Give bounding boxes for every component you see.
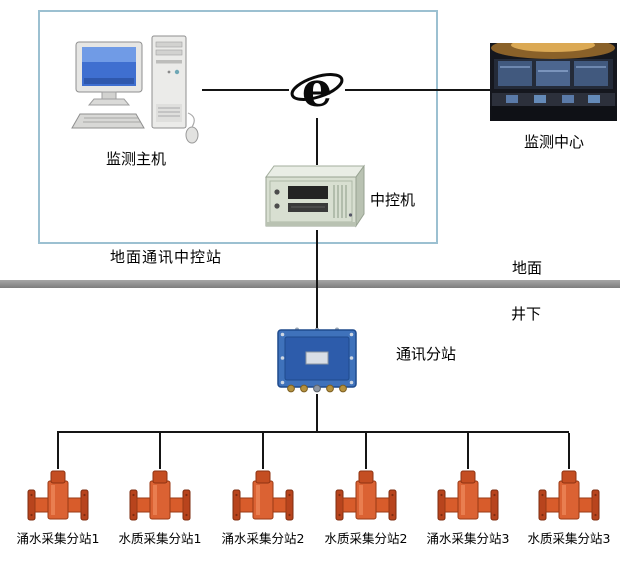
connector-drop-6 <box>568 433 570 469</box>
svg-text:e: e <box>302 62 333 118</box>
device-label-1: 涌水采集分站1 <box>16 531 100 546</box>
underground-label: 井下 <box>511 305 542 323</box>
device-label-5: 涌水采集分站3 <box>426 531 510 546</box>
connector-control-substation <box>316 230 318 328</box>
connector-drop-4 <box>365 433 367 469</box>
device-label-4: 水质采集分站2 <box>324 531 408 546</box>
control-machine-label: 中控机 <box>370 191 416 209</box>
bus-line <box>57 431 569 433</box>
monitoring-center-label: 监测中心 <box>523 133 584 151</box>
device-column-3: 涌水采集分站2 <box>213 433 313 547</box>
device-label-2: 水质采集分站1 <box>118 531 202 546</box>
connector-internet-center <box>345 89 490 91</box>
ground-station-label: 地面通讯中控站 <box>110 248 223 266</box>
connector-drop-5 <box>467 433 469 469</box>
sensor-device-icon <box>335 470 397 521</box>
connector-substation-bus <box>316 394 318 433</box>
connector-drop-1 <box>57 433 59 469</box>
substation-image <box>275 326 359 398</box>
connector-host-internet <box>202 89 289 91</box>
device-label-6: 水质采集分站3 <box>527 531 611 546</box>
ground-station-boundary <box>38 10 438 244</box>
device-column-5: 涌水采集分站3 <box>418 433 518 547</box>
device-label-3: 涌水采集分站2 <box>221 531 305 546</box>
device-column-4: 水质采集分站2 <box>316 433 416 547</box>
surface-underground-divider <box>0 280 620 288</box>
sensor-device-icon <box>232 470 294 521</box>
device-column-2: 水质采集分站1 <box>110 433 210 547</box>
sensor-device-icon <box>27 470 89 521</box>
monitoring-host-computer-icon <box>70 34 202 150</box>
sensor-device-icon <box>129 470 191 521</box>
monitoring-host-label: 监测主机 <box>105 150 166 168</box>
substation-label: 通讯分站 <box>396 345 457 363</box>
internet-e-icon: e <box>289 62 345 122</box>
sensor-device-icon <box>538 470 600 521</box>
connector-drop-2 <box>159 433 161 469</box>
connector-drop-3 <box>262 433 264 469</box>
sensor-device-icon <box>437 470 499 521</box>
surface-label: 地面 <box>512 259 543 277</box>
connector-internet-control <box>316 118 318 165</box>
control-machine-image <box>264 164 366 234</box>
device-column-6: 水质采集分站3 <box>519 433 619 547</box>
device-column-1: 涌水采集分站1 <box>8 433 108 547</box>
monitoring-center-photo <box>490 37 617 125</box>
